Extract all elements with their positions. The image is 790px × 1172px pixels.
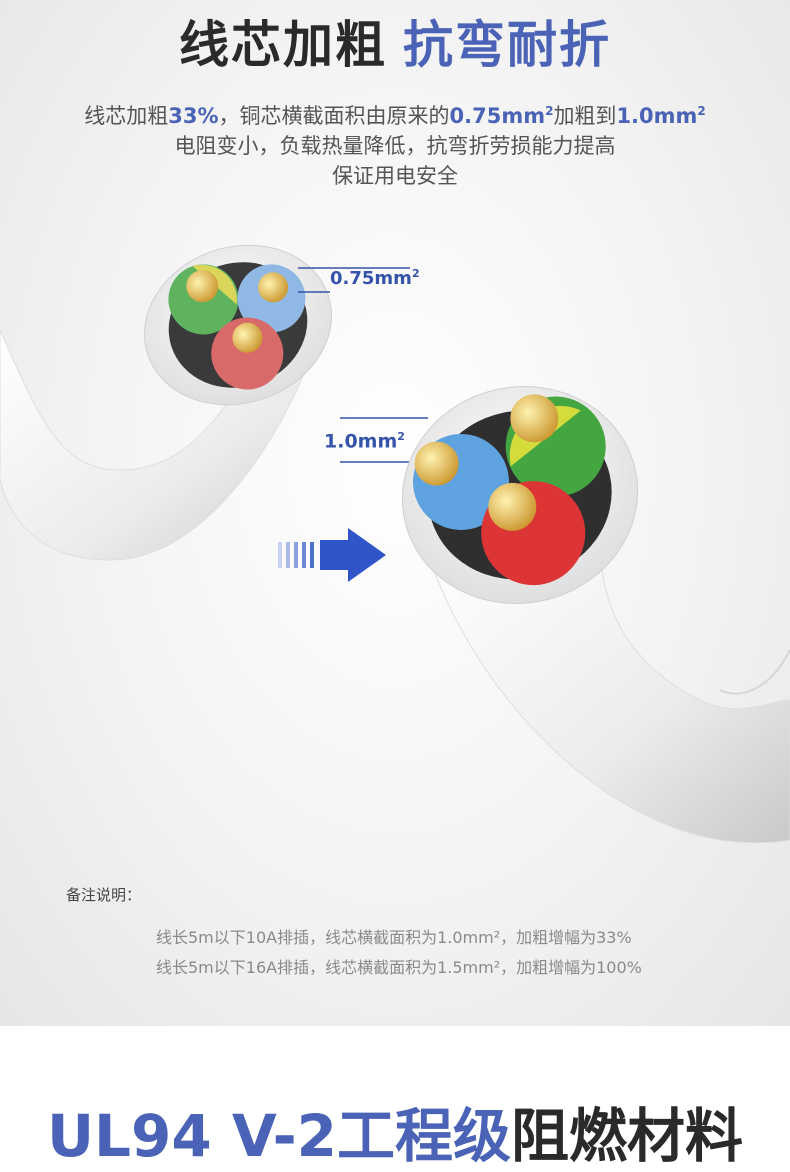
cable-comparison-panel: 线芯加粗抗弯耐折 线芯加粗33%，铜芯横截面积由原来的0.75mm2加粗到1.0… (0, 0, 790, 1026)
small-cable-end (143, 244, 333, 406)
footer-title-blue: UL94 V-2工程级 (46, 1102, 512, 1170)
desc-highlight-075: 0.75mm2 (449, 104, 554, 128)
big-cable-end (401, 386, 639, 604)
label-075: 0.75mm2 (330, 267, 420, 289)
description-line1: 线芯加粗33%，铜芯横截面积由原来的0.75mm2加粗到1.0mm2 (0, 96, 790, 131)
label-10: 1.0mm2 (324, 430, 405, 453)
desc-text: 加粗到 (553, 104, 617, 128)
desc-text: ，铜芯横截面积由原来的 (218, 104, 450, 128)
footer-title-dark: 阻燃材料 (511, 1102, 744, 1170)
arrow-right-icon (278, 528, 386, 582)
desc-highlight-10: 1.0mm2 (616, 104, 706, 128)
headline-part1: 线芯加粗 (179, 16, 387, 74)
headline: 线芯加粗抗弯耐折 (0, 10, 790, 80)
desc-highlight-33: 33% (168, 104, 219, 128)
note-line-2: 线长5m以下16A排插，线芯横截面积为1.5mm²，加粗增幅为100% (156, 958, 642, 977)
description: 线芯加粗33%，铜芯横截面积由原来的0.75mm2加粗到1.0mm2 电阻变小，… (0, 96, 790, 191)
notes-title: 备注说明： (66, 886, 142, 904)
description-line3: 保证用电安全 (332, 164, 458, 188)
headline-part2: 抗弯耐折 (403, 16, 611, 74)
description-line2: 电阻变小，负载热量降低，抗弯折劳损能力提高 (174, 134, 616, 158)
desc-text: 线芯加粗 (84, 104, 169, 128)
footer-title: UL94 V-2工程级阻燃材料 (0, 1100, 790, 1172)
note-line-1: 线长5m以下10A排插，线芯横截面积为1.0mm²，加粗增幅为33% (156, 928, 632, 947)
cable-illustration (0, 244, 790, 844)
